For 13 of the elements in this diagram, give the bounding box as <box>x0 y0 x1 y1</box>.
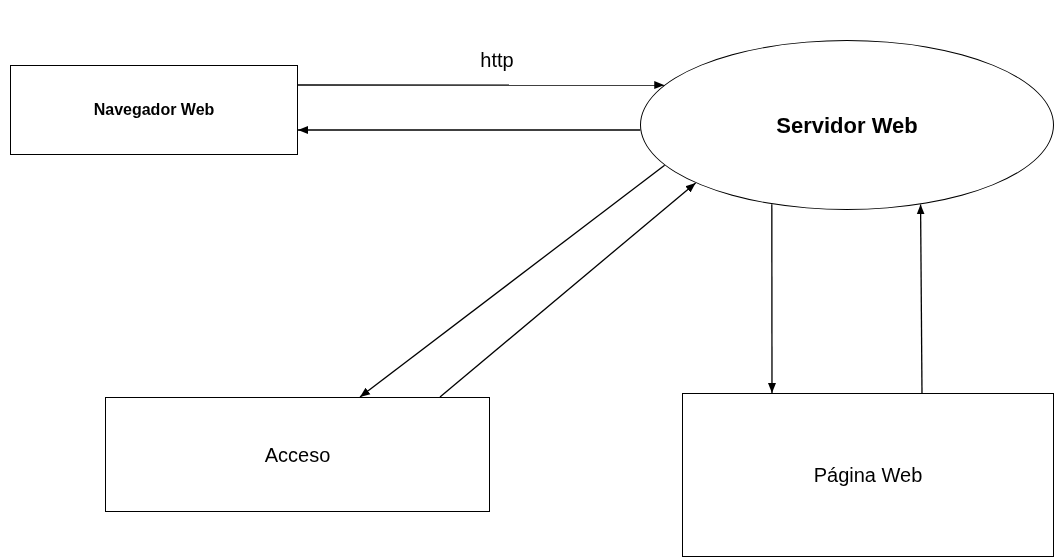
node-label: Acceso <box>264 442 331 468</box>
arrow <box>297 81 665 90</box>
arrow <box>916 203 925 394</box>
node-label: Página Web <box>813 463 923 488</box>
process-box <box>10 65 298 155</box>
process-box <box>105 397 490 512</box>
arrow <box>297 126 641 134</box>
arrow <box>439 182 697 398</box>
node-label: Servidor Web <box>776 111 918 140</box>
arrow <box>359 164 666 398</box>
node-label: Navegador Web <box>93 100 215 120</box>
process-box <box>682 393 1054 557</box>
arrow <box>768 203 776 394</box>
